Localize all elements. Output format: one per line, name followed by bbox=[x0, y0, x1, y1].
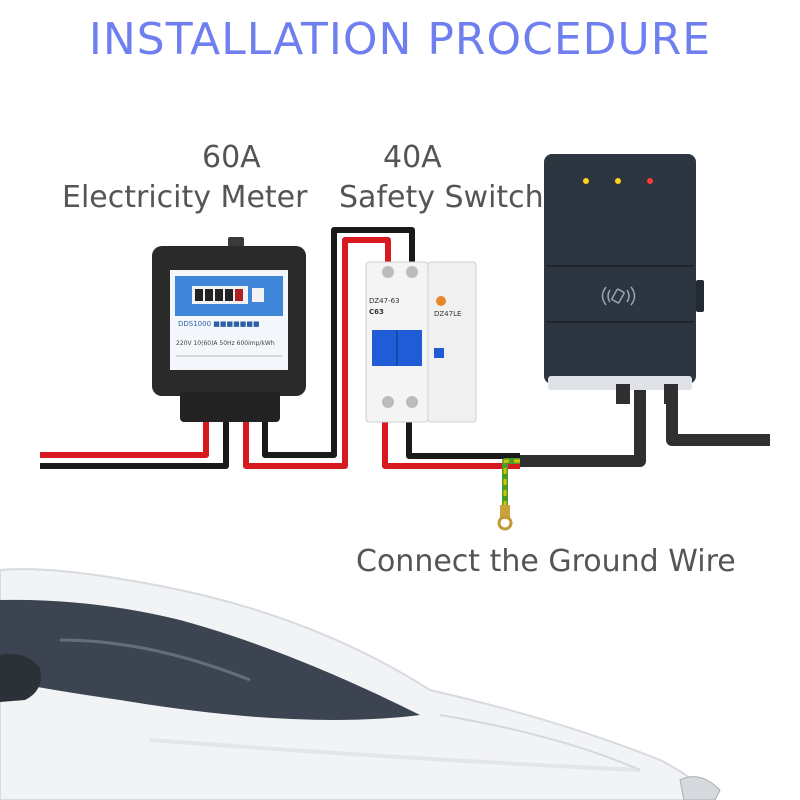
meter-to-switch-black-wire bbox=[262, 227, 415, 458]
electric-car bbox=[0, 568, 721, 800]
meter-to-switch-red-wire bbox=[243, 237, 391, 469]
switch-to-charger-red-wire bbox=[382, 420, 520, 469]
switch-rating-label: 40A bbox=[383, 140, 442, 175]
rcd-model-label: DZ47LE bbox=[434, 310, 461, 318]
meter-brand-strip: DDS1000 ■■■■■■■ bbox=[178, 320, 260, 328]
charger-body bbox=[544, 154, 696, 384]
switch-to-charger-black-wire bbox=[406, 420, 520, 459]
indicator-light-3 bbox=[647, 178, 653, 184]
charger-output-cable bbox=[666, 385, 770, 446]
meter-rating-label: 60A bbox=[202, 140, 261, 175]
meter-spec-line: 220V 10(60)A 50Hz 600imp/kWh bbox=[176, 340, 275, 347]
breaker-model-label: DZ47-63 bbox=[369, 297, 400, 305]
electricity-meter: DDS1000 ■■■■■■■ 220V 10(60)A 50Hz 600imp… bbox=[152, 237, 306, 422]
ground-wire-stripe bbox=[503, 459, 520, 510]
indicator-light-1 bbox=[583, 178, 589, 184]
rfid-icon bbox=[601, 286, 636, 306]
car-mirror bbox=[0, 653, 41, 702]
wallbox-charger bbox=[544, 154, 704, 404]
charging-plug bbox=[679, 776, 721, 800]
mains-black-wire bbox=[40, 420, 229, 469]
car-windshield bbox=[0, 599, 420, 720]
indicator-light-2 bbox=[615, 178, 621, 184]
mains-red-wire bbox=[40, 420, 209, 458]
charger-input-cable bbox=[520, 385, 646, 467]
meter-name-label: Electricity Meter bbox=[62, 180, 308, 215]
breaker-rating-label: C63 bbox=[369, 308, 384, 316]
wiring bbox=[40, 227, 770, 510]
switch-name-label: Safety Switch bbox=[339, 180, 544, 215]
safety-switch: DZ47-63 C63 DZ47LE bbox=[365, 261, 477, 423]
ground-wire-caption: Connect the Ground Wire bbox=[356, 544, 736, 579]
page-title: INSTALLATION PROCEDURE bbox=[88, 14, 712, 65]
ground-terminal bbox=[497, 505, 513, 531]
